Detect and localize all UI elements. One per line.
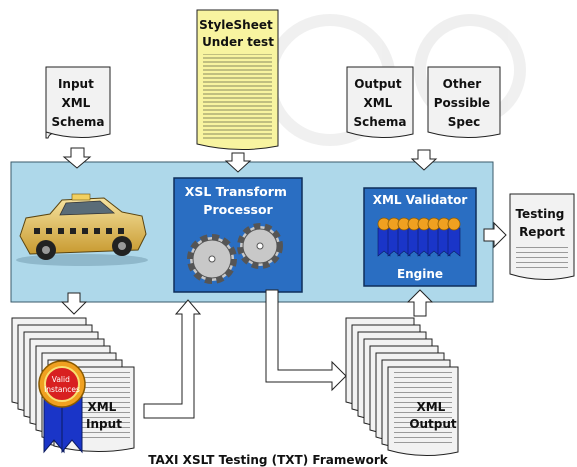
xml-validator-box: XML Validator Engine	[363, 187, 477, 287]
valid-instances-badge: Valid Instances	[38, 360, 86, 454]
validator-title: XML Validator	[373, 193, 468, 207]
xml-output-line-1: XML	[416, 400, 445, 414]
arrow-icon	[265, 289, 347, 392]
svg-text:StyleSheet Under test: StyleSheet Under test	[199, 18, 277, 49]
testing-report-line-2: Report	[519, 225, 565, 239]
arrow-icon	[62, 147, 438, 173]
gear-icon	[237, 223, 283, 269]
output-schema-line-1: Output	[354, 77, 402, 91]
svg-text:Input XML Schema: Input XML Schema	[51, 77, 104, 129]
output-schema-document: Output XML Schema	[346, 66, 414, 139]
svg-text:XSL Transform Processor: XSL Transform Processor	[185, 184, 292, 217]
arrow-icon	[406, 289, 434, 317]
input-schema-document: Input XML Schema	[45, 66, 111, 139]
stylesheet-line-2: Under test	[202, 35, 274, 49]
svg-text:XML Output: XML Output	[409, 400, 457, 431]
xml-output-line-2: Output	[409, 417, 457, 431]
taxi-icon	[16, 193, 148, 266]
ribbon-row-icon	[377, 217, 461, 257]
input-schema-line-2: XML	[61, 96, 90, 110]
arrow-icon	[483, 221, 507, 249]
svg-text:Testing Report: Testing Report	[515, 207, 568, 239]
arrow-icon	[143, 299, 202, 419]
output-schema-line-3: Schema	[353, 115, 406, 129]
framework-caption: TAXI XSLT Testing (TXT) Framework	[148, 453, 388, 467]
xml-output-stack	[345, 317, 459, 457]
input-schema-line-3: Schema	[51, 115, 104, 129]
badge-line-1: Valid	[52, 375, 70, 384]
output-schema-line-2: XML	[363, 96, 392, 110]
gear-icon	[187, 234, 237, 284]
stylesheet-document: StyleSheet Under test	[196, 9, 279, 151]
xml-input-line-2: Input	[86, 417, 122, 431]
other-spec-document: Other Possible Spec	[427, 66, 501, 139]
svg-text:Valid Instances: Valid Instances	[44, 375, 80, 394]
svg-text:XML Input: XML Input	[86, 400, 122, 431]
other-spec-line-2: Possible	[434, 96, 490, 110]
xsl-processor-line-2: Processor	[203, 202, 273, 217]
xsl-processor-box: XSL Transform Processor	[173, 177, 303, 293]
stylesheet-line-1: StyleSheet	[199, 18, 273, 32]
badge-line-2: Instances	[44, 385, 80, 394]
svg-text:Output XML Schema: Output XML Schema	[353, 77, 406, 129]
xml-input-line-1: XML	[87, 400, 116, 414]
arrow-icon	[60, 292, 88, 315]
other-spec-line-1: Other	[443, 77, 482, 91]
xsl-processor-line-1: XSL Transform	[185, 184, 287, 199]
input-schema-line-1: Input	[58, 77, 94, 91]
validator-footer: Engine	[397, 267, 443, 281]
testing-report-line-1: Testing	[515, 207, 564, 221]
other-spec-line-3: Spec	[448, 115, 480, 129]
testing-report-document: Testing Report	[509, 193, 575, 281]
svg-text:Other Possible Spe: Other Possible Spec	[434, 77, 494, 129]
